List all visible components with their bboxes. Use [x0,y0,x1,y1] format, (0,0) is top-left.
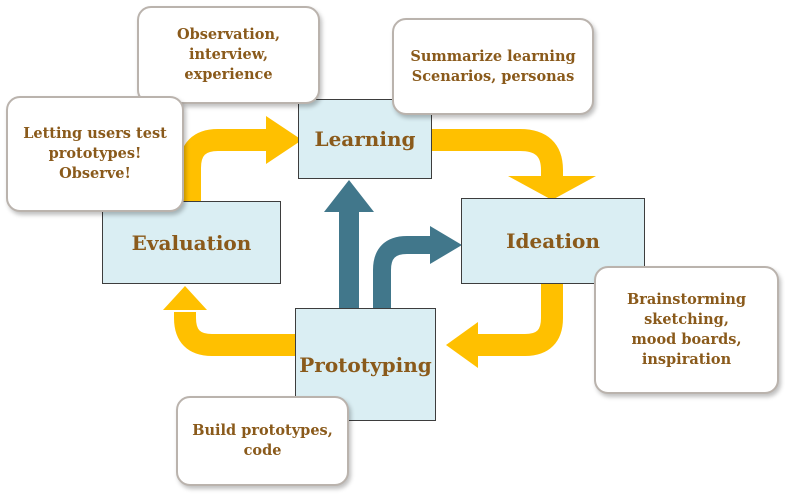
note-brainstorming: Brainstorming sketching, mood boards, in… [594,266,779,394]
note-letting-users-test: Letting users test prototypes! Observe! [6,96,184,212]
arrow-prototyping-to-learning [324,180,374,316]
note-line: Summarize learning [410,47,576,65]
note-line: prototypes! [48,145,142,162]
stage-prototyping-label: Prototyping [299,352,432,377]
arrow-ideation-to-prototyping [446,284,563,368]
note-line: interview, [188,46,269,63]
note-line: Scenarios, personas [411,67,575,85]
note-line: experience [184,66,273,83]
stage-evaluation-label: Evaluation [131,230,252,255]
stage-evaluation: Evaluation [102,201,281,284]
arrow-prototyping-to-ideation [373,226,462,316]
note-line: Build prototypes, [192,422,333,439]
stage-learning-label: Learning [314,127,416,151]
note-observation: Observation, interview, experience [137,6,320,104]
arrow-evaluation-to-learning [179,116,302,205]
stage-ideation-label: Ideation [506,229,600,253]
note-line: inspiration [641,351,732,368]
note-line: Observation, [176,26,281,43]
note-line: Brainstorming [626,291,747,308]
arrow-prototyping-to-evaluation [163,286,298,356]
note-line: mood boards, [631,331,742,348]
note-line: sketching, [644,311,729,328]
note-line: Observe! [59,165,131,182]
arrow-learning-to-ideation [432,129,596,200]
note-build-prototypes: Build prototypes, code [176,396,349,486]
note-summarize: Summarize learning Scenarios, personas [392,18,594,115]
note-line: Letting users test [23,125,167,142]
note-line: code [243,442,282,459]
